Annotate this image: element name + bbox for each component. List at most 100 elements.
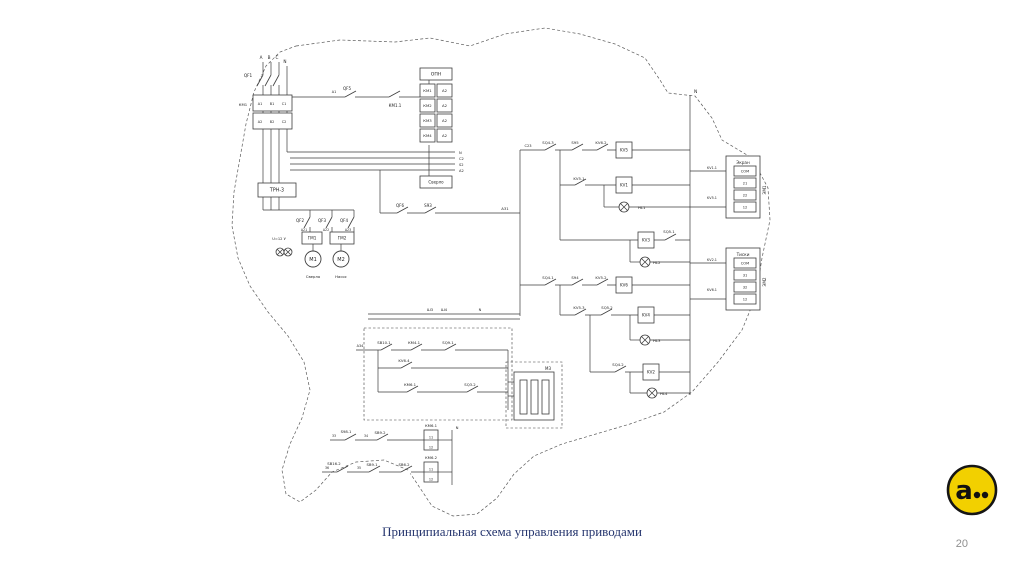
svg-text:B2: B2	[270, 120, 274, 124]
svg-text:Насос: Насос	[335, 274, 347, 279]
svg-text:Экран: Экран	[736, 160, 750, 165]
svg-text:S2: S2	[459, 163, 464, 167]
svg-text:KV5.1: KV5.1	[707, 196, 717, 200]
svg-text:Ш3: Ш3	[427, 308, 433, 312]
svg-text:A1: A1	[332, 90, 336, 94]
svg-text:C23: C23	[524, 144, 531, 148]
logo-disc	[946, 464, 998, 516]
svg-text:C1: C1	[282, 102, 287, 106]
svg-text:A34: A34	[357, 344, 364, 348]
svg-text:N: N	[459, 151, 462, 155]
page-number: 20	[955, 538, 968, 550]
svg-text:B1: B1	[270, 102, 274, 106]
svg-text:21: 21	[743, 182, 748, 186]
svg-text:36: 36	[325, 466, 329, 470]
svg-text:КМ6.1: КМ6.1	[404, 382, 417, 387]
svg-text:SQ5.1: SQ5.1	[663, 229, 675, 234]
svg-text:KV6.4: KV6.4	[398, 358, 410, 363]
svg-text:SB6.2: SB6.2	[398, 462, 410, 467]
svg-text:KV1.1: KV1.1	[707, 166, 717, 170]
svg-text:COM: COM	[741, 170, 749, 174]
svg-text:12: 12	[429, 478, 433, 482]
svg-text:SQ9.1: SQ9.1	[442, 340, 454, 345]
svg-text:М2: М2	[337, 257, 345, 263]
svg-text:22: 22	[743, 194, 748, 198]
svg-text:U=12 У: U=12 У	[272, 237, 286, 241]
svg-text:ОПН: ОПН	[431, 72, 442, 78]
svg-text:QF5: QF5	[343, 86, 351, 91]
svg-text:KV6.2: KV6.2	[595, 140, 607, 145]
svg-text:A: A	[260, 55, 263, 60]
svg-text:12: 12	[743, 298, 748, 302]
svg-text:КМ3: КМ3	[423, 118, 432, 123]
svg-text:N: N	[456, 425, 459, 430]
svg-text:A21: A21	[301, 228, 307, 232]
svg-text:COM: COM	[741, 262, 749, 266]
svg-text:A2: A2	[442, 103, 448, 108]
svg-text:A31: A31	[501, 206, 509, 211]
svg-text:Тиски: Тиски	[736, 252, 750, 257]
svg-text:HL1: HL1	[638, 205, 646, 210]
svg-text:KV4: KV4	[642, 313, 650, 318]
svg-text:C2: C2	[459, 157, 464, 161]
svg-text:SB9.2: SB9.2	[374, 430, 386, 435]
svg-text:KV5.2: KV5.2	[595, 275, 607, 280]
svg-text:31: 31	[743, 274, 748, 278]
svg-text:ГМ1: ГМ1	[308, 236, 317, 241]
svg-text:SQ3.2: SQ3.2	[464, 382, 476, 387]
svg-text:КМ6.2: КМ6.2	[425, 455, 438, 460]
svg-text:М1: М1	[309, 257, 317, 263]
svg-text:КМ4.1: КМ4.1	[408, 340, 421, 345]
svg-text:ЭМ2: ЭМ2	[762, 277, 767, 287]
svg-text:КМ1.1: КМ1.1	[389, 103, 402, 108]
svg-text:Сверло: Сверло	[428, 180, 444, 185]
svg-text:N: N	[479, 308, 482, 312]
svg-text:C: C	[276, 55, 279, 60]
svg-text:C2: C2	[282, 120, 287, 124]
svg-text:A1: A1	[258, 102, 262, 106]
svg-text:KV2: KV2	[647, 370, 655, 375]
svg-text:ЭМ1: ЭМ1	[762, 185, 767, 195]
svg-text:SQ4.1: SQ4.1	[542, 275, 554, 280]
svg-text:33: 33	[332, 434, 336, 438]
svg-text:KV1: KV1	[620, 183, 628, 188]
svg-text:KV5: KV5	[620, 148, 628, 153]
svg-text:KV3: KV3	[642, 238, 650, 243]
svg-text:S98.1: S98.1	[341, 429, 352, 434]
svg-text:A22: A22	[323, 228, 329, 232]
svg-text:КМ1: КМ1	[239, 102, 248, 107]
svg-text:12: 12	[743, 206, 748, 210]
logo: a	[946, 464, 998, 516]
svg-text:Сверло: Сверло	[306, 274, 321, 279]
svg-text:QF1: QF1	[244, 73, 253, 78]
svg-text:SB9.1: SB9.1	[366, 462, 378, 467]
svg-text:ГМ2: ГМ2	[338, 236, 347, 241]
svg-text:QF4: QF4	[340, 218, 348, 223]
svg-text:A2: A2	[258, 120, 262, 124]
svg-text:A2: A2	[442, 118, 448, 123]
svg-text:М3: М3	[545, 366, 551, 371]
logo-letter: a	[955, 476, 973, 506]
svg-text:35: 35	[357, 466, 361, 470]
svg-text:КМ4: КМ4	[423, 133, 432, 138]
svg-text:11: 11	[429, 436, 433, 440]
svg-text:KV6: KV6	[620, 283, 628, 288]
svg-text:A2: A2	[442, 88, 448, 93]
svg-text:S94: S94	[571, 275, 579, 280]
svg-text:KV2.1: KV2.1	[707, 258, 717, 262]
svg-text:A2: A2	[442, 133, 448, 138]
logo-dot	[973, 491, 981, 499]
svg-text:HL2: HL2	[653, 260, 661, 265]
svg-text:S95: S95	[571, 140, 579, 145]
caption: Принципиальная схема управления приводам…	[382, 524, 642, 539]
svg-text:HL4: HL4	[660, 391, 668, 396]
svg-text:A2: A2	[459, 169, 464, 173]
svg-text:KV5.1: KV5.1	[573, 176, 585, 181]
svg-text:N: N	[283, 59, 286, 64]
svg-text:QF2: QF2	[296, 218, 304, 223]
svg-text:SB16.2: SB16.2	[327, 461, 341, 466]
svg-text:QF6: QF6	[396, 203, 404, 208]
svg-text:S93: S93	[424, 203, 432, 208]
logo-dot	[981, 491, 989, 499]
